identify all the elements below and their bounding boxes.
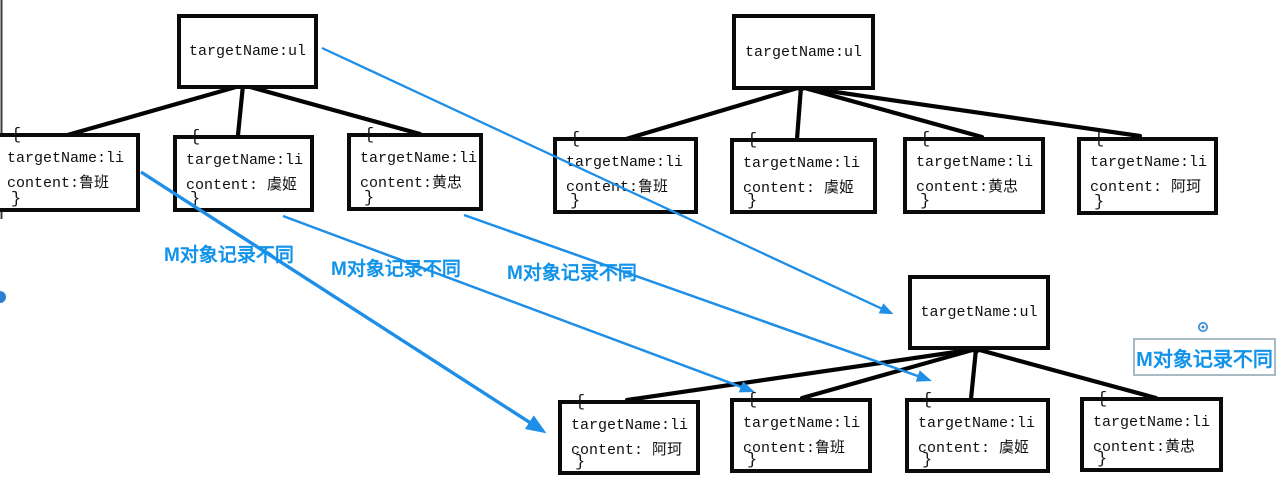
node-content-line: content:鲁班 <box>7 175 110 192</box>
brace-open: { <box>11 126 22 145</box>
vdom-li-node: { targetName:li content:鲁班 } <box>553 131 698 214</box>
diff-label-1: M对象记录不同 <box>164 245 294 266</box>
vdom-li-node: { targetName:li content: 虞姬 } <box>730 132 877 214</box>
brace-open: { <box>1094 130 1105 149</box>
node-tag-line: targetName:li <box>916 154 1034 171</box>
brace-close: } <box>11 190 22 209</box>
node-tag-line: targetName:li <box>918 415 1036 432</box>
vdom-li-node: { targetName:li content: 阿珂 } <box>558 394 700 475</box>
tree2-edges <box>623 84 1143 142</box>
node-tag-label: targetName:ul <box>920 304 1038 321</box>
vdom-li-node: { targetName:li content:黄忠 } <box>347 127 483 211</box>
node-tag-label: targetName:ul <box>744 43 863 61</box>
brace-close: } <box>747 192 758 211</box>
brace-close: } <box>570 192 581 211</box>
node-content-line: content:黄忠 <box>916 179 1019 196</box>
node-tag-line: targetName:li <box>186 152 304 169</box>
diff-label-3: M对象记录不同 <box>507 263 637 284</box>
brace-close: } <box>575 453 586 472</box>
node-tag-line: targetName:li <box>1090 154 1208 171</box>
brace-close: } <box>190 190 201 209</box>
node-tag-line: targetName:li <box>1093 414 1211 431</box>
vdom-li-node: { targetName:li content:鲁班 } <box>0 127 140 212</box>
brace-open: { <box>190 128 201 147</box>
vdom-ul-node: targetName:ul <box>177 14 318 89</box>
brace-open: { <box>922 391 933 410</box>
node-tag-line: targetName:li <box>566 154 684 171</box>
brace-open: { <box>920 130 931 149</box>
node-content-line: content:鲁班 <box>743 440 846 457</box>
vdom-li-node: { targetName:li content: 虞姬 } <box>173 129 314 212</box>
node-tag-line: targetName:li <box>360 150 478 167</box>
node-tag-line: targetName:li <box>743 415 861 432</box>
vdom-li-node: { targetName:li content:黄忠 } <box>903 131 1045 214</box>
brace-close: } <box>922 451 933 470</box>
node-content-line: content: 阿珂 <box>1090 179 1202 196</box>
brace-close: } <box>747 451 758 470</box>
brace-open: { <box>747 131 758 150</box>
diff-label-boxed-text: M对象记录不同 <box>1136 348 1273 371</box>
brace-close: } <box>1097 450 1108 469</box>
node-tag-line: targetName:li <box>743 155 861 172</box>
vdom-li-node: { targetName:li content: 阿珂 } <box>1077 131 1218 215</box>
brace-close: } <box>1094 193 1105 212</box>
diff-label-boxed: M对象记录不同 <box>1133 338 1276 376</box>
node-content-line: content: 阿珂 <box>571 442 683 459</box>
brace-open: { <box>1097 390 1108 409</box>
node-tag-label: targetName:ul <box>188 43 307 60</box>
diff-label-2: M对象记录不同 <box>331 259 461 280</box>
node-tag-line: targetName:li <box>571 417 689 434</box>
vdom-li-node: { targetName:li content:黄忠 } <box>1080 391 1223 472</box>
node-content-line: content: 虞姬 <box>918 440 1030 457</box>
brace-close: } <box>920 192 931 211</box>
vdom-ul-node: targetName:ul <box>732 14 875 90</box>
brace-open: { <box>364 126 375 145</box>
brace-open: { <box>570 130 581 149</box>
vdom-li-node: { targetName:li content: 虞姬 } <box>905 392 1050 473</box>
node-tag-line: targetName:li <box>7 150 125 167</box>
node-content-line: content:黄忠 <box>1093 439 1196 456</box>
vdom-li-node: { targetName:li content:鲁班 } <box>730 392 872 473</box>
vdom-ul-node: targetName:ul <box>908 275 1050 350</box>
brace-close: } <box>364 189 375 208</box>
brace-open: { <box>575 393 586 412</box>
tree3-edges <box>624 346 1159 403</box>
brace-open: { <box>747 391 758 410</box>
